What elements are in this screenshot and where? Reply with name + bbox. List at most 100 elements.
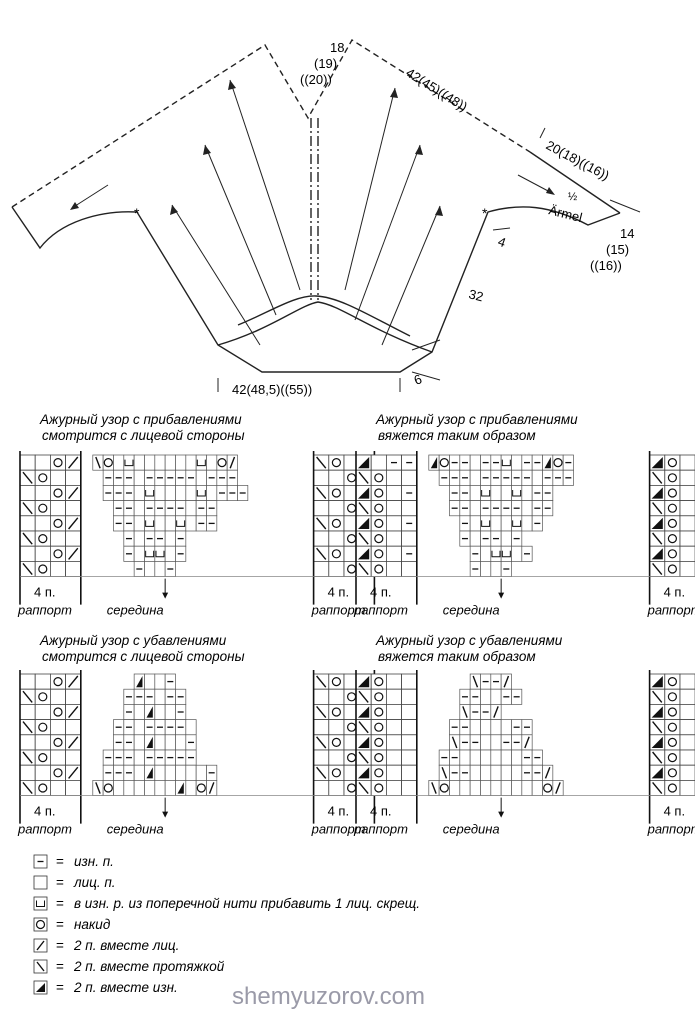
legend-swatch bbox=[33, 896, 48, 911]
chart-cell bbox=[133, 764, 145, 781]
chart-cell bbox=[511, 454, 523, 471]
chart-cell bbox=[19, 454, 36, 471]
yarn-over-symbol bbox=[196, 783, 206, 793]
chart-cell bbox=[313, 469, 330, 486]
chart-cell bbox=[154, 734, 166, 751]
ssk-symbol bbox=[316, 456, 327, 469]
chart-cell bbox=[185, 485, 197, 501]
chart-cell bbox=[185, 454, 197, 471]
chart-cell bbox=[385, 530, 402, 547]
chart-cell bbox=[664, 688, 681, 705]
chart-cell bbox=[65, 719, 82, 736]
schematic-body-outline bbox=[11, 206, 621, 373]
chart-cell bbox=[65, 780, 82, 797]
chart-cell bbox=[370, 484, 387, 501]
chart-cell bbox=[521, 485, 533, 501]
chart-cell bbox=[401, 719, 418, 736]
chart-cell bbox=[313, 530, 330, 547]
chart-cell bbox=[370, 530, 387, 547]
chart-cell bbox=[313, 688, 330, 705]
chart-cell bbox=[664, 734, 681, 751]
increase-symbol bbox=[145, 550, 155, 558]
increase-symbol bbox=[145, 520, 155, 527]
k2tog-symbol bbox=[229, 456, 236, 469]
chart-cell bbox=[154, 764, 166, 781]
dim-4: 4 bbox=[496, 234, 508, 251]
yarn-over-symbol bbox=[667, 488, 678, 498]
chart-cell bbox=[154, 673, 166, 690]
yarn-over-symbol bbox=[331, 676, 341, 687]
center-label: середина bbox=[107, 603, 164, 618]
chart-cell bbox=[164, 545, 176, 562]
chart-cell bbox=[500, 719, 512, 736]
chart-cell bbox=[679, 545, 695, 562]
yarn-over-symbol bbox=[667, 533, 678, 544]
legend-equals: = bbox=[56, 854, 64, 869]
chart-cell bbox=[328, 484, 345, 501]
ssk-symbol bbox=[316, 705, 327, 719]
ssk-symbol bbox=[22, 502, 33, 515]
chart-cell bbox=[490, 780, 502, 796]
chart-cell bbox=[531, 469, 543, 486]
chart-cell bbox=[328, 688, 345, 705]
chart-cell bbox=[34, 515, 51, 532]
dim-hem: 6 bbox=[412, 371, 424, 388]
chart-cell bbox=[50, 469, 67, 486]
chart-cell bbox=[664, 500, 681, 517]
chart-cell bbox=[679, 530, 695, 547]
chart-cell bbox=[469, 749, 481, 766]
chart-cell bbox=[480, 749, 492, 766]
chart-cell bbox=[50, 673, 67, 690]
chart-cell bbox=[401, 704, 418, 721]
ssk-symbol bbox=[652, 471, 663, 484]
chart-cell bbox=[469, 530, 481, 547]
p2tog-symbol bbox=[651, 767, 663, 779]
chart-cell bbox=[664, 454, 681, 471]
chart-cell bbox=[34, 530, 51, 547]
yarn-over-symbol bbox=[667, 752, 678, 763]
ssk-symbol bbox=[22, 532, 33, 545]
center-label: середина bbox=[443, 822, 500, 837]
chart-cell bbox=[154, 561, 166, 577]
p2tog-symbol bbox=[651, 457, 663, 469]
increase-symbol bbox=[145, 490, 155, 497]
chart-cell bbox=[490, 515, 502, 532]
k2tog-symbol bbox=[68, 456, 79, 469]
half-label: ½ bbox=[568, 191, 577, 203]
yarn-over-symbol bbox=[667, 676, 678, 687]
p2tog-symbol bbox=[358, 767, 370, 779]
chart-cell bbox=[385, 704, 402, 721]
legend-text: в изн. р. из поперечной нити прибавить 1… bbox=[74, 896, 420, 911]
chart-cell bbox=[154, 515, 166, 532]
chart-cell bbox=[469, 719, 481, 736]
legend-text: изн. п. bbox=[74, 854, 114, 869]
yarn-over-symbol bbox=[667, 783, 678, 793]
ssk-symbol bbox=[358, 502, 369, 515]
chart-cell bbox=[679, 484, 695, 501]
chart-cell bbox=[664, 515, 681, 532]
chart-cell bbox=[34, 454, 51, 471]
ssk-symbol bbox=[451, 736, 458, 749]
chart-cell bbox=[370, 500, 387, 517]
chart-cell bbox=[328, 734, 345, 751]
legend-item-purl: = изн. п. bbox=[33, 854, 114, 869]
chart-title-line: Ажурный узор с прибавлениями bbox=[39, 412, 242, 427]
increase-symbol bbox=[481, 490, 491, 497]
k2tog-symbol bbox=[524, 736, 530, 749]
chart-cell bbox=[401, 673, 418, 690]
ssk-symbol bbox=[22, 562, 33, 576]
chart-cell bbox=[459, 749, 471, 766]
chart-cell bbox=[328, 780, 345, 797]
chart-cell bbox=[34, 734, 51, 751]
chart-cell bbox=[679, 673, 695, 690]
chart-cell bbox=[385, 500, 402, 517]
increase-symbol bbox=[501, 550, 511, 558]
chart-cell bbox=[385, 688, 402, 705]
chart-cell bbox=[164, 530, 176, 547]
yarn-over-symbol bbox=[439, 783, 449, 793]
yarn-over-symbol bbox=[667, 692, 678, 702]
ssk-symbol bbox=[22, 471, 33, 484]
chart-cell bbox=[195, 764, 207, 781]
schematic-hem-arc bbox=[217, 301, 433, 353]
